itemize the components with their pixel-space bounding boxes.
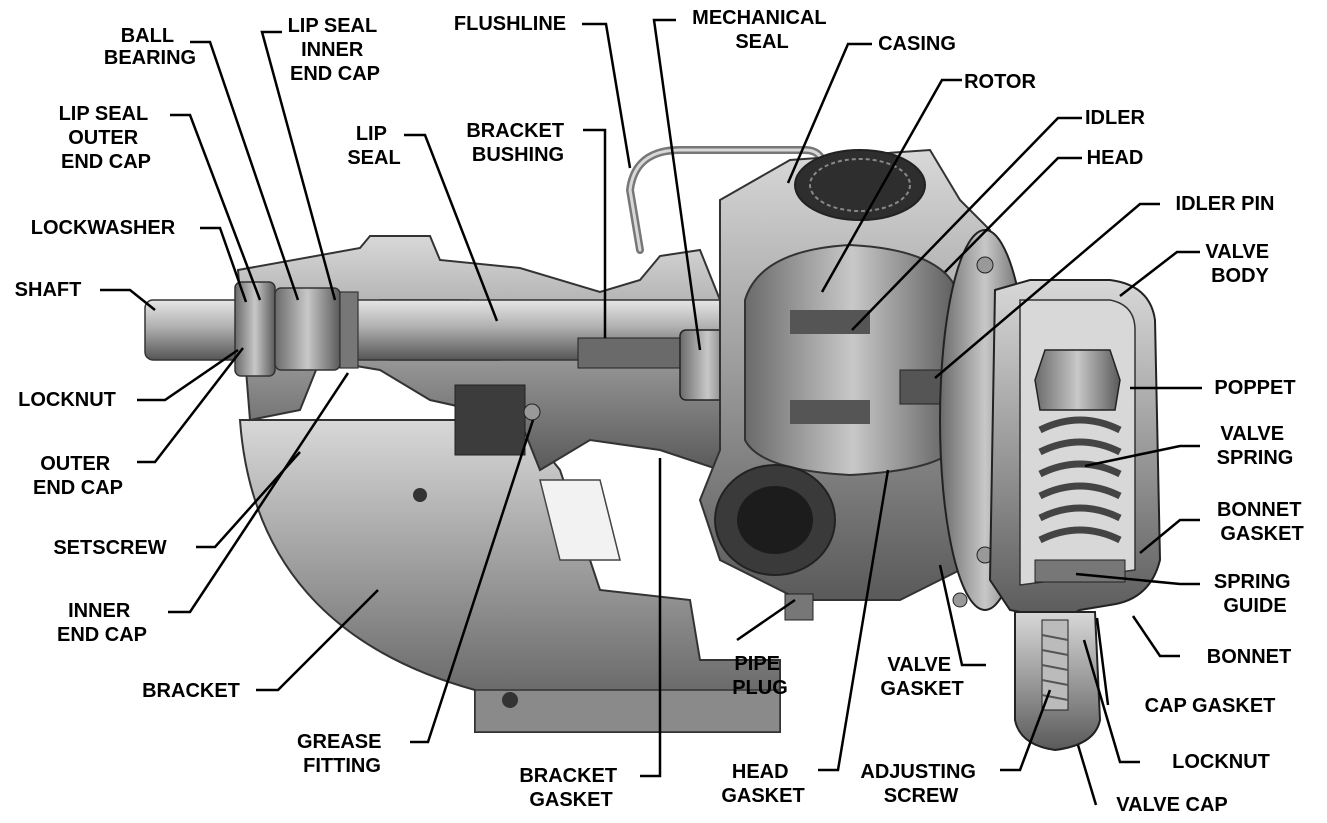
label-bracket: BRACKET <box>142 680 240 702</box>
label-valve-spring: VALVE SPRING <box>1217 423 1294 469</box>
leader-head <box>944 156 1082 273</box>
label-shaft: SHAFT <box>15 279 82 301</box>
leader-rotor <box>820 78 962 293</box>
label-bracket-gasket: BRACKET GASKET <box>519 765 622 811</box>
leader-lip-seal-outer-end-cap <box>170 113 262 301</box>
label-bracket-bushing: BRACKET BUSHING <box>466 120 569 166</box>
label-lockwasher: LOCKWASHER <box>31 217 176 239</box>
leader-valve-spring <box>1084 444 1200 468</box>
leader-cap-gasket <box>1095 617 1110 706</box>
label-poppet: POPPET <box>1214 377 1295 399</box>
leader-idler-pin <box>934 202 1160 379</box>
casing-port-thread <box>809 158 911 212</box>
label-rotor: ROTOR <box>964 71 1036 93</box>
bracket-bolt-hole <box>413 488 427 502</box>
inner-end-cap-body <box>339 291 359 369</box>
label-idler: IDLER <box>1085 107 1146 129</box>
leader-bracket <box>256 589 379 692</box>
leader-bracket-gasket <box>640 458 662 778</box>
leader-lines <box>100 18 1202 806</box>
bracket-bushing-body <box>577 337 689 369</box>
spring-guide-body <box>1034 559 1126 583</box>
bracket-window <box>539 479 621 561</box>
bracket-bolt-hole <box>502 692 518 708</box>
label-bonnet-gasket: BONNET GASKET <box>1217 499 1307 545</box>
valve-spring-coils <box>1038 416 1122 544</box>
label-locknut-right: LOCKNUT <box>1172 751 1270 773</box>
end-cap <box>234 281 276 377</box>
leader-bracket-bushing <box>583 128 607 338</box>
leader-inner-end-cap <box>168 372 350 614</box>
leader-lip-seal <box>404 133 499 322</box>
label-pipe-plug: PIPE PLUG <box>732 653 788 699</box>
leader-grease-fitting <box>410 419 535 744</box>
leader-bonnet-gasket <box>1139 518 1200 554</box>
label-flushline: FLUSHLINE <box>454 13 566 35</box>
grease-nipple <box>523 403 541 421</box>
label-setscrew: SETSCREW <box>53 537 166 559</box>
label-cap-gasket: CAP GASKET <box>1145 695 1276 717</box>
leader-locknut-right <box>1082 639 1140 764</box>
leader-outer-end-cap <box>137 347 244 464</box>
leader-adjusting-screw <box>1000 689 1052 772</box>
pipe-plug-body <box>784 593 814 621</box>
casing-port <box>794 149 926 221</box>
rotor-body <box>744 243 961 477</box>
label-adjusting-screw: ADJUSTING SCREW <box>860 761 981 807</box>
adjusting-screw-thread <box>1041 634 1069 701</box>
head-bolt <box>952 592 968 608</box>
rotor-slot <box>790 310 870 334</box>
bracket-foot <box>474 689 781 733</box>
leader-idler <box>851 116 1082 331</box>
label-spring-guide: SPRING GUIDE <box>1214 571 1296 617</box>
leader-pipe-plug <box>736 598 796 642</box>
label-valve-gasket: VALVE GASKET <box>880 654 963 700</box>
label-lip-seal: LIP SEAL <box>347 123 400 169</box>
label-casing: CASING <box>878 33 956 55</box>
leader-valve-cap <box>1076 744 1098 806</box>
label-lip-seal-inner-end-cap: LIP SEAL INNER END CAP <box>288 15 383 85</box>
leader-mechanical-seal <box>652 18 702 351</box>
head-bolt <box>976 256 994 274</box>
leader-lockwasher <box>200 226 248 303</box>
part-labels: BALL BEARING LIP SEAL INNER END CAP FLUS… <box>15 7 1307 816</box>
ball-bearing-body <box>274 287 341 371</box>
leader-shaft <box>100 288 156 311</box>
leader-lip-seal-inner-end-cap <box>260 30 337 301</box>
bottom-port-inner <box>737 486 813 554</box>
label-inner-end-cap: INNER END CAP <box>57 600 147 646</box>
poppet-body <box>1034 349 1121 411</box>
label-bonnet: BONNET <box>1207 646 1291 668</box>
bracket-body <box>238 419 781 733</box>
leader-setscrew <box>196 451 301 549</box>
leader-head-gasket <box>818 469 890 772</box>
leader-valve-body <box>1119 250 1200 297</box>
pump-illustration <box>144 146 1162 752</box>
leader-flushline <box>582 22 632 169</box>
leader-valve-gasket <box>938 564 986 667</box>
leader-spring-guide <box>1075 572 1200 586</box>
label-locknut-left: LOCKNUT <box>18 389 116 411</box>
label-valve-cap: VALVE CAP <box>1116 794 1228 816</box>
label-grease-fitting: GREASE FITTING <box>297 731 387 777</box>
label-valve-body: VALVE BODY <box>1205 241 1274 287</box>
leader-bonnet <box>1131 615 1180 658</box>
label-idler-pin: IDLER PIN <box>1176 193 1275 215</box>
rotor-slot <box>790 400 870 424</box>
label-mechanical-seal: MECHANICAL SEAL <box>692 7 832 53</box>
leader-ball-bearing <box>190 40 300 301</box>
label-head: HEAD <box>1087 147 1144 169</box>
label-outer-end-cap: OUTER END CAP <box>33 453 123 499</box>
label-ball-bearing: BALL BEARING <box>104 25 196 69</box>
label-lip-seal-outer-end-cap: LIP SEAL OUTER END CAP <box>59 103 154 173</box>
leader-locknut-left <box>137 348 239 402</box>
label-head-gasket: HEAD GASKET <box>721 761 804 807</box>
grease-fitting-body <box>454 384 526 456</box>
leader-casing <box>786 42 872 184</box>
